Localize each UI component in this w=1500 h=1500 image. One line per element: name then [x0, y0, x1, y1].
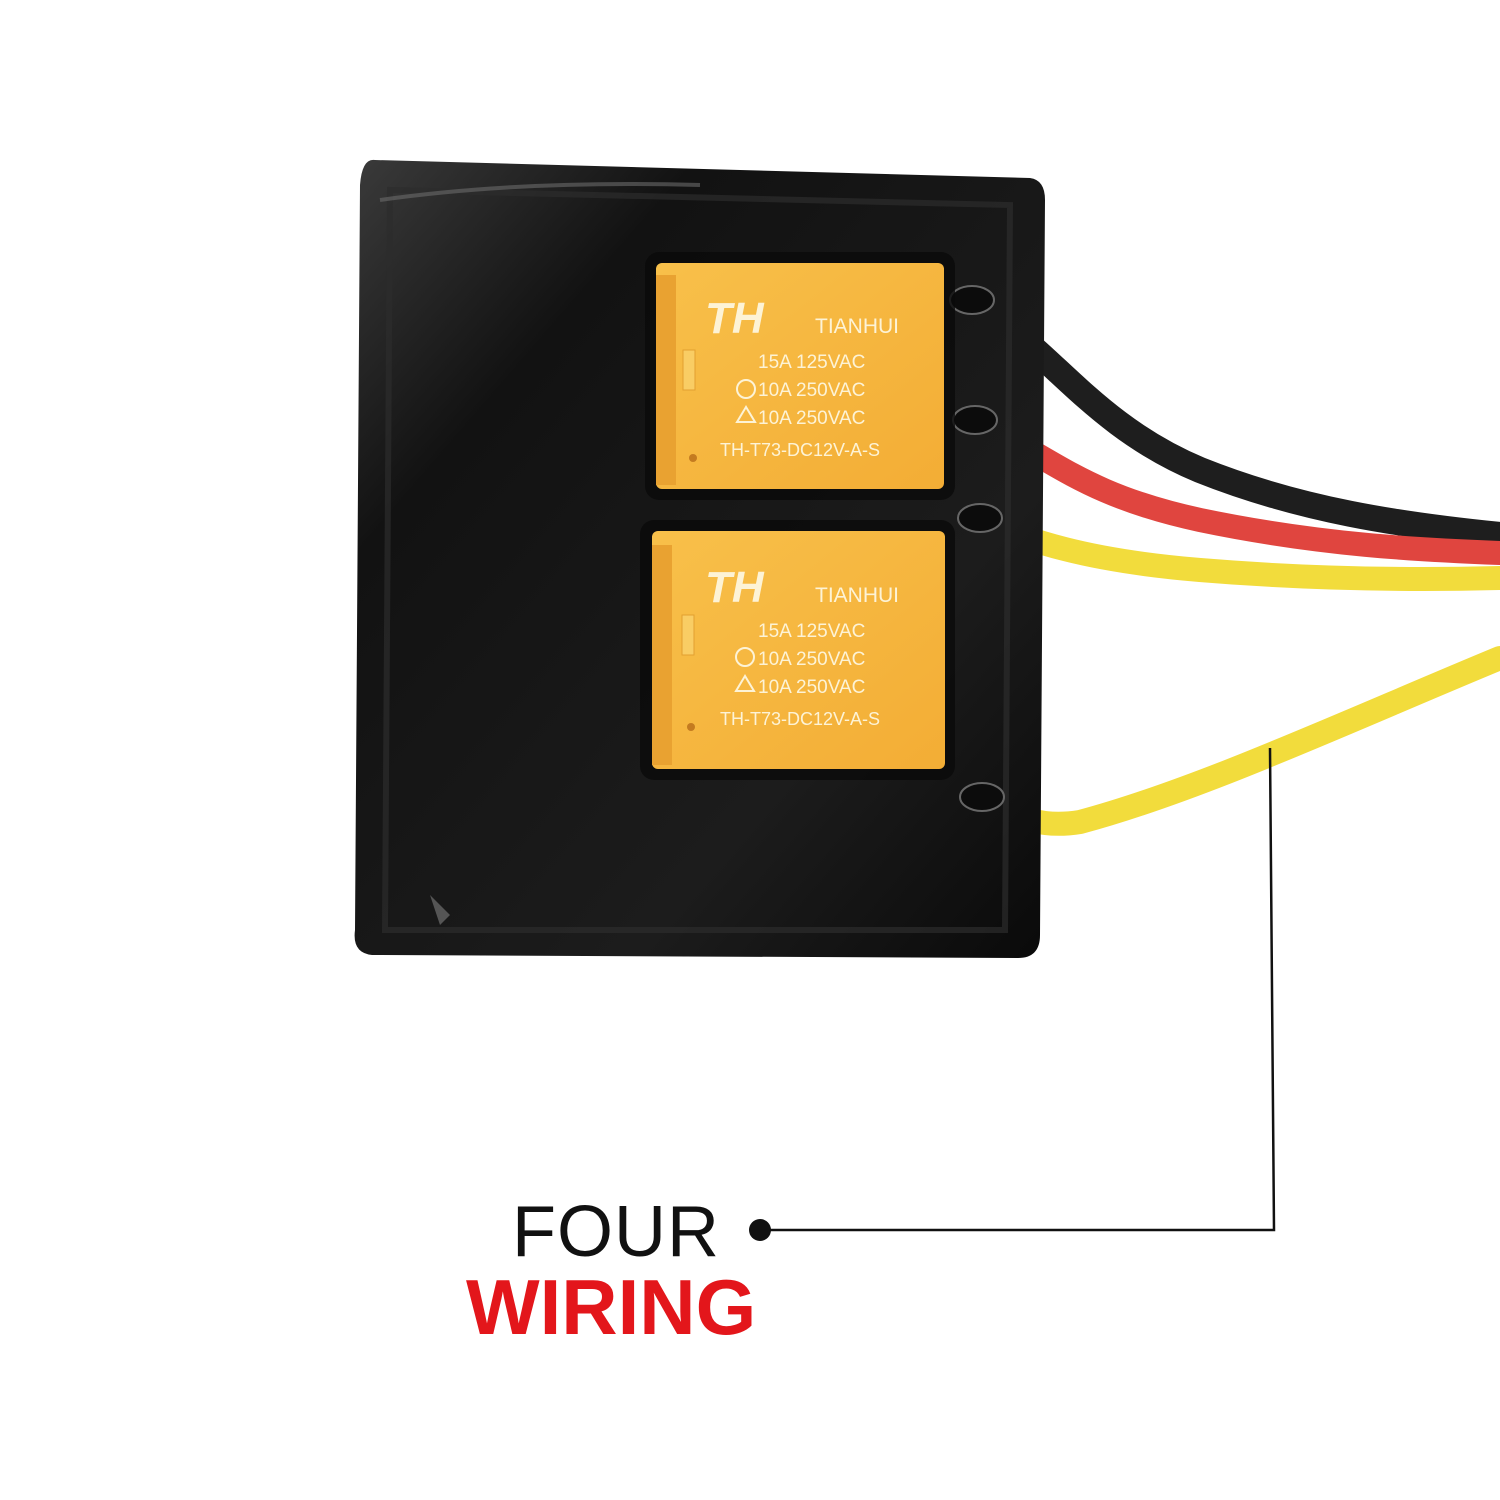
- relay-rating-tuv: 10A 250VAC: [758, 677, 865, 698]
- tuv-mark-icon: [734, 674, 756, 692]
- relay-model: TH-T73-DC12V-A-S: [720, 440, 880, 460]
- relay-rating-ul: 15A 125VAC: [758, 621, 865, 642]
- cqc-mark-icon: [735, 647, 755, 667]
- callout-label-four: FOUR: [512, 1192, 720, 1272]
- relay-brand: TIANHUI: [815, 315, 899, 338]
- relay-model: TH-T73-DC12V-A-S: [720, 709, 880, 729]
- relay-rating-cqc: 10A 250VAC: [758, 380, 865, 401]
- yellow-wire-2: [968, 646, 1500, 836]
- relay-2: TH TIANHUI 15A 125VAC 10A 250VAC 10A 250…: [640, 520, 955, 780]
- relay-logo: TH: [705, 294, 765, 343]
- callout-leader: [749, 747, 1276, 1241]
- cqc-mark-icon: [736, 379, 756, 399]
- relay-logo: TH: [705, 563, 765, 612]
- relay-brand: TIANHUI: [815, 584, 899, 607]
- relay-rating-ul: 15A 125VAC: [758, 352, 865, 373]
- callout-dot-icon: [749, 1219, 771, 1241]
- relay-rating-tuv: 10A 250VAC: [758, 408, 865, 429]
- black-wire: [952, 292, 1500, 548]
- callout-label-wiring: WIRING: [466, 1263, 757, 1351]
- wires: [952, 292, 1500, 836]
- relay-1: TH TIANHUI 15A 125VAC 10A 250VAC 10A 250…: [645, 252, 955, 500]
- relay-rating-cqc: 10A 250VAC: [758, 649, 865, 670]
- tuv-mark-icon: [735, 405, 757, 423]
